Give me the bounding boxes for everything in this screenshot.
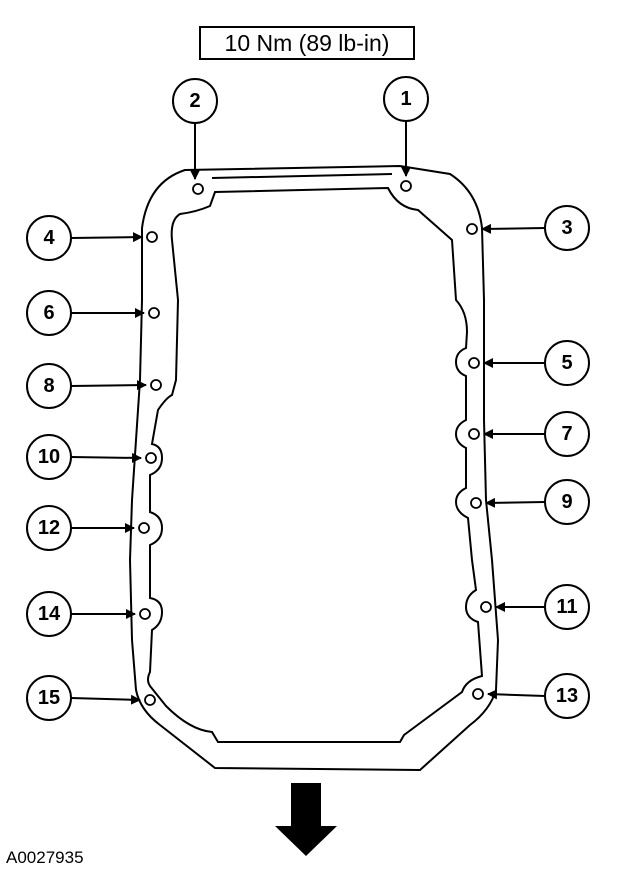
callout-circle-3 <box>544 205 590 251</box>
callout-circle-7 <box>544 411 590 457</box>
callout-circle-9 <box>544 479 590 525</box>
bolt-hole-15 <box>144 694 156 706</box>
bolt-hole-3 <box>466 223 478 235</box>
callout-label-15: 15 <box>38 687 60 709</box>
callout-label-5: 5 <box>561 352 572 374</box>
leader-10 <box>70 452 142 463</box>
callout-circles <box>26 76 590 721</box>
figure-id: A0027935 <box>6 848 84 867</box>
callout-label-14: 14 <box>38 603 61 625</box>
callout-circle-11 <box>544 584 590 630</box>
bolt-hole-8 <box>150 379 162 391</box>
callout-circle-14 <box>26 591 72 637</box>
callout-label-1: 1 <box>400 88 411 110</box>
leader-8 <box>70 380 147 391</box>
gasket-inner-outline <box>147 186 484 743</box>
callout-label-10: 10 <box>38 446 60 468</box>
leader-3 <box>481 223 546 234</box>
callout-circle-12 <box>26 505 72 551</box>
callout-label-7: 7 <box>561 423 572 445</box>
callout-circle-15 <box>26 675 72 721</box>
callout-circle-6 <box>26 290 72 336</box>
leader-13 <box>487 689 546 700</box>
bolt-hole-6 <box>148 307 160 319</box>
leader-15 <box>70 694 141 705</box>
callout-circle-13 <box>544 673 590 719</box>
callout-label-6: 6 <box>43 302 54 324</box>
callout-label-8: 8 <box>43 375 54 397</box>
arrow-down-icon <box>275 783 337 856</box>
callout-circle-4 <box>26 215 72 261</box>
leader-9 <box>485 497 546 508</box>
bolt-hole-7 <box>468 428 480 440</box>
callout-circle-5 <box>544 340 590 386</box>
bolt-hole-14 <box>139 608 151 620</box>
callout-label-11: 11 <box>556 596 577 618</box>
bolt-hole-10 <box>145 452 157 464</box>
bolt-hole-1 <box>400 180 412 192</box>
callout-label-13: 13 <box>556 685 578 707</box>
leader-arrows <box>70 121 546 705</box>
callout-label-2: 2 <box>189 90 200 112</box>
bolt-hole-5 <box>468 357 480 369</box>
callout-numbers: 1 2 3 4 5 6 7 8 9 10 11 12 13 14 15 <box>38 88 578 709</box>
callout-circle-8 <box>26 363 72 409</box>
callout-label-3: 3 <box>561 217 572 239</box>
bolt-hole-11 <box>480 601 492 613</box>
callout-label-9: 9 <box>561 491 572 513</box>
bolt-hole-13 <box>472 688 484 700</box>
bolt-hole-2 <box>192 183 204 195</box>
callout-circle-10 <box>26 434 72 480</box>
bolt-holes <box>138 180 492 706</box>
bolt-hole-12 <box>138 522 150 534</box>
torque-spec: 10 Nm (89 lb-in) <box>199 26 415 60</box>
callout-circle-2 <box>172 78 218 124</box>
leader-4 <box>70 232 143 243</box>
bolt-hole-9 <box>470 497 482 509</box>
callout-circle-1 <box>383 76 429 122</box>
gasket-outer-outline <box>128 164 500 772</box>
gasket-top-inner-edge <box>211 173 393 179</box>
callout-label-12: 12 <box>38 517 60 539</box>
callout-label-4: 4 <box>43 227 55 249</box>
bolt-hole-4 <box>146 231 158 243</box>
